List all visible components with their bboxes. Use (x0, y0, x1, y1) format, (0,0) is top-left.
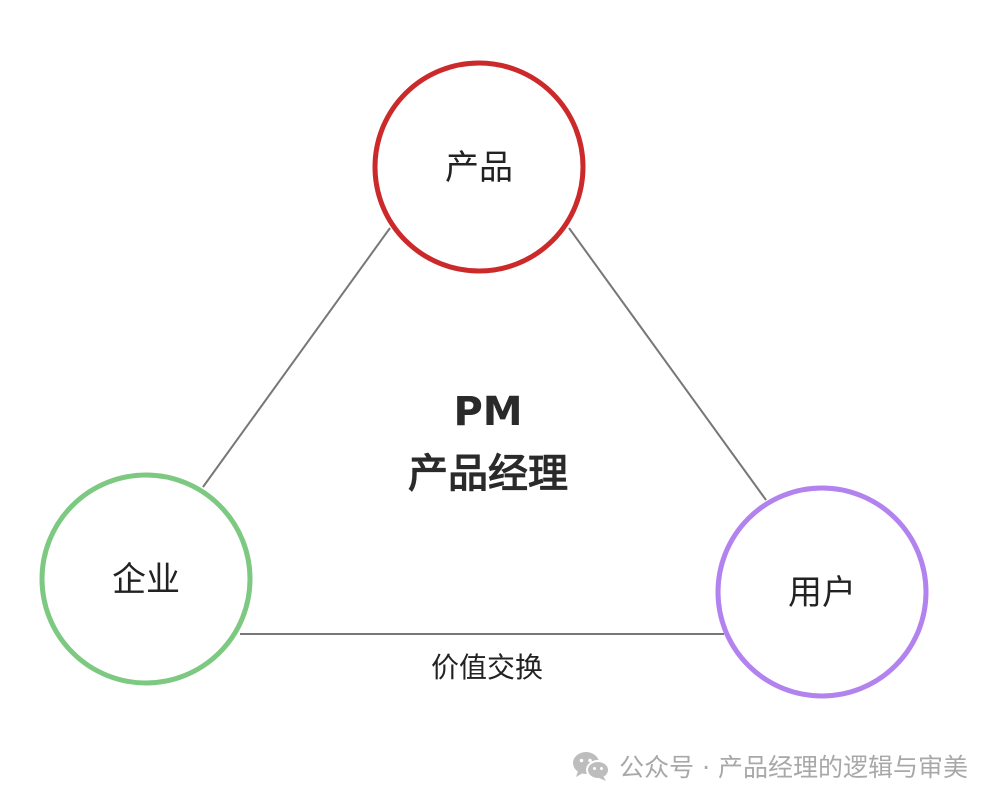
edge-product-user (568, 227, 767, 501)
edge-label-value-exchange: 价值交换 (431, 651, 543, 684)
node-enterprise: 企业 (39, 472, 253, 686)
node-product: 产品 (372, 60, 586, 274)
node-user-label: 用户 (788, 573, 856, 613)
node-enterprise-label: 企业 (112, 560, 180, 600)
node-user: 用户 (715, 485, 929, 699)
node-enterprise-circle (39, 472, 253, 686)
watermark: 公众号 · 产品经理的逻辑与审美 (571, 748, 968, 784)
node-user-circle (715, 485, 929, 699)
watermark-text: 公众号 · 产品经理的逻辑与审美 (619, 753, 968, 782)
center-title-line2: 产品经理 (408, 451, 568, 497)
center-title-line1: PM (453, 389, 522, 435)
node-product-circle (372, 60, 586, 274)
wechat-icon (573, 752, 611, 781)
node-product-label: 产品 (445, 148, 513, 188)
edge-product-enterprise (202, 227, 391, 488)
